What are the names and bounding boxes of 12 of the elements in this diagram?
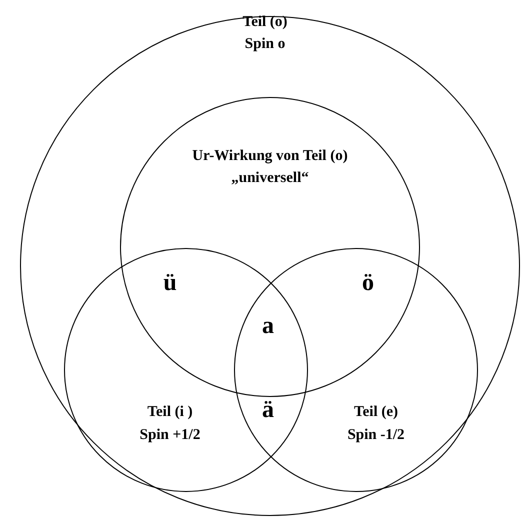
set-label: Teil (e) — [354, 403, 398, 421]
region-label: ö — [362, 270, 374, 296]
region-label: ä — [262, 397, 274, 423]
region-label: a — [262, 313, 274, 339]
set-label: Ur-Wirkung von Teil (o) — [192, 147, 348, 165]
set-label: Teil (i ) — [147, 403, 193, 421]
region-label: ü — [163, 270, 177, 296]
set-label: „universell“ — [231, 169, 309, 187]
set-label: Spin +1/2 — [140, 426, 200, 444]
set-label: Teil (o) — [242, 13, 288, 31]
set-label: Spin -1/2 — [347, 426, 405, 444]
set-label: Spin o — [244, 35, 286, 53]
